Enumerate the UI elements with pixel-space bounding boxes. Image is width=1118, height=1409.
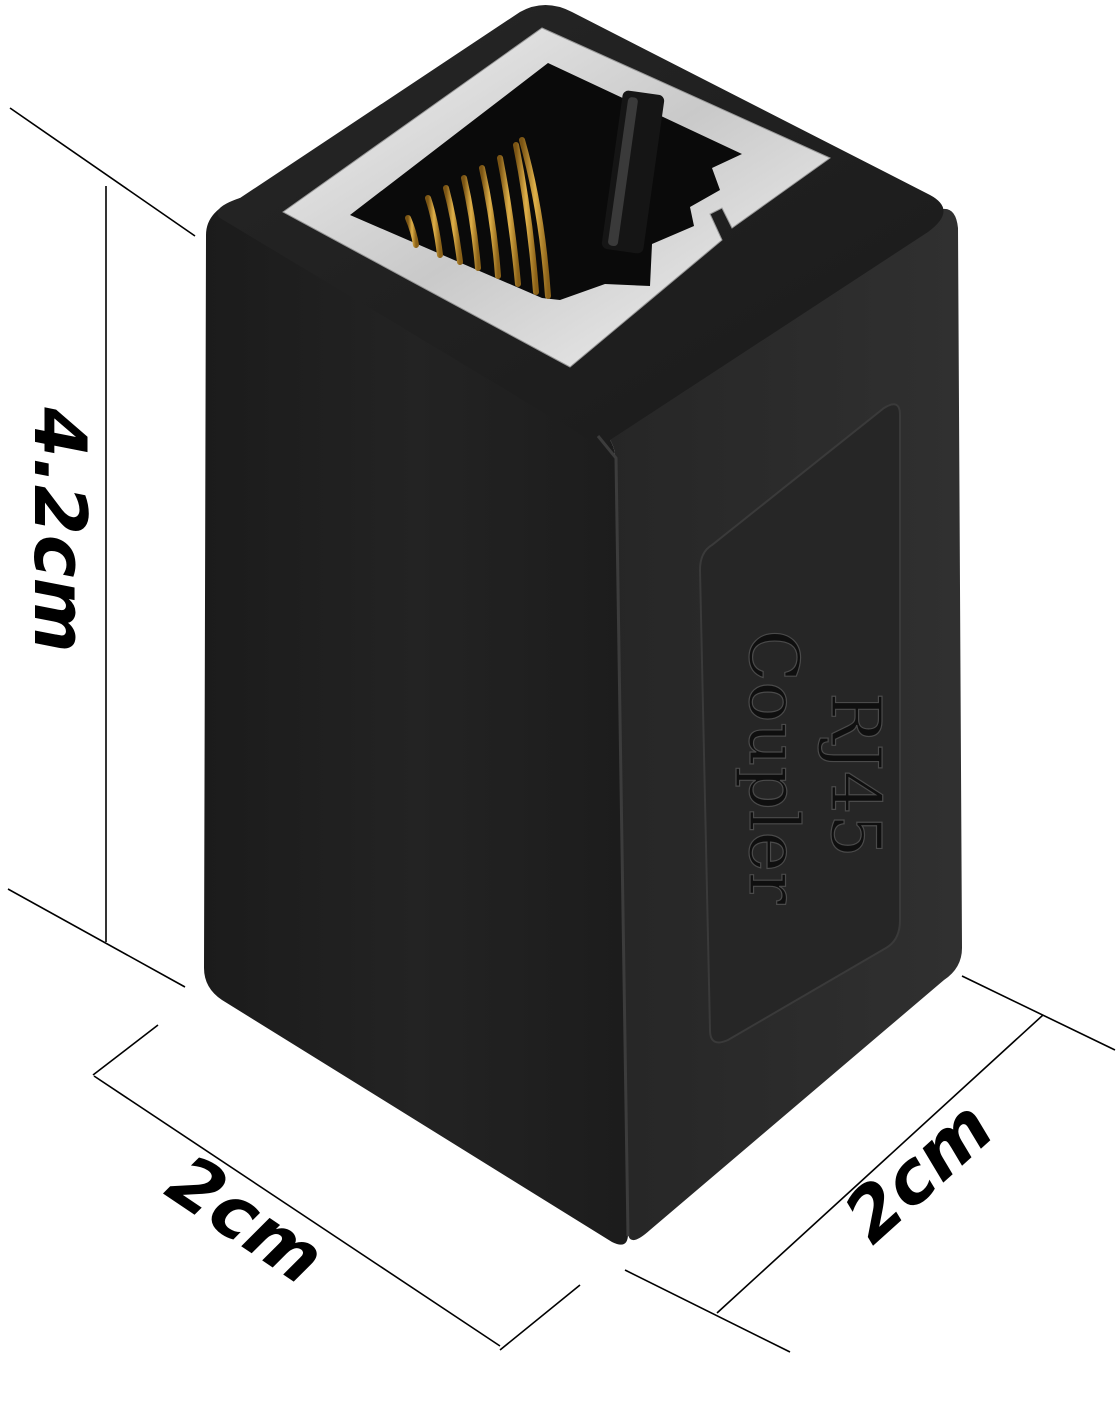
pin-7 [513,142,539,295]
pin-2 [425,195,443,258]
left-width-label-group: 2cm [153,1138,339,1301]
pin-4 [461,175,481,271]
label-text-group: RJ45 Coupler [732,629,894,905]
coupler-front-face [204,198,628,1245]
right-width-dimension-label: 2cm [828,1084,1009,1259]
left-ext-a [92,1024,159,1076]
pin-1 [405,215,419,248]
height-ext-bottom [7,888,186,988]
pin-5 [479,165,501,279]
label-panel [698,403,901,1044]
right-dim-line [716,1014,1044,1314]
left-width-dimension-label: 2cm [153,1138,339,1301]
label-line-rj45: RJ45 [815,693,894,858]
height-dimension-label: 4.2cm [18,406,102,652]
dimension-lines [7,107,1116,1353]
pin-6 [497,155,521,287]
coupler-edge-highlight [596,435,630,1237]
label-line-coupler: Coupler [733,630,812,905]
right-width-label-group: 2cm [828,1084,1009,1259]
rj45-latch-highlight [608,97,638,247]
pin-3 [443,185,463,265]
pin-8 [519,137,551,299]
rj45-coupler: RJ45 Coupler [204,5,962,1245]
right-ext-a [961,975,1116,1051]
height-label-group: 4.2cm [18,406,102,652]
rj45-pins [405,137,551,299]
left-ext-b [499,1284,581,1351]
left-dim-line [93,1075,501,1347]
height-ext-top [9,107,196,237]
right-ext-b [624,1269,791,1353]
